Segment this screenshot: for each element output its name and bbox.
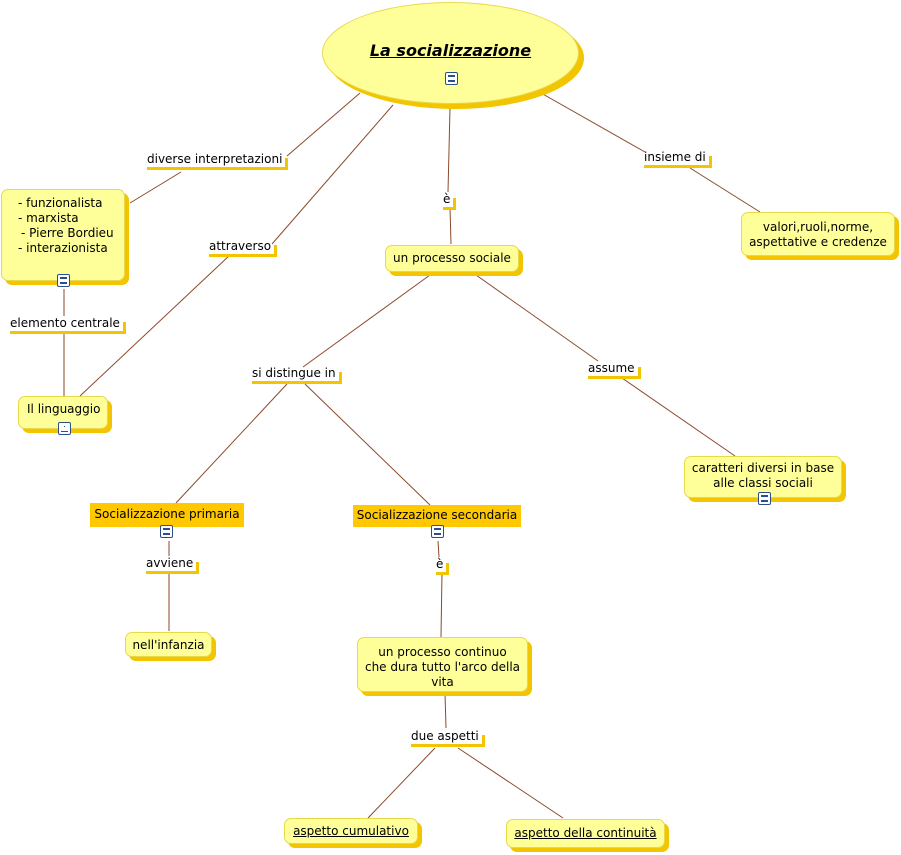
link-assume[interactable]: assume	[587, 361, 641, 379]
node-caratteri-line: alle classi sociali	[713, 476, 813, 490]
link-si-distingue-in[interactable]: si distingue in	[251, 366, 342, 384]
link-insieme-di[interactable]: insieme di	[643, 150, 712, 168]
node-aspetto-cumulativo[interactable]: aspetto cumulativo	[284, 818, 418, 844]
interpretazione-item: - funzionalista	[18, 196, 103, 210]
link-avviene[interactable]: avviene	[146, 556, 200, 574]
document-icon[interactable]	[57, 274, 70, 287]
node-continuita-label[interactable]: aspetto della continuità	[514, 826, 657, 840]
node-infanzia[interactable]: nell'infanzia	[125, 632, 212, 657]
link-attraverso[interactable]: attraverso	[209, 239, 278, 257]
document-icon[interactable]	[445, 72, 458, 85]
title-node[interactable]: La socializzazione	[322, 2, 579, 104]
node-processo-sociale[interactable]: un processo sociale	[385, 245, 519, 272]
node-infanzia-label: nell'infanzia	[132, 638, 205, 652]
link-diverse-interpretazioni[interactable]: diverse interpretazioni	[147, 152, 289, 170]
node-cumulativo-label[interactable]: aspetto cumulativo	[293, 824, 409, 838]
node-aspetto-continuita[interactable]: aspetto della continuità	[506, 819, 665, 848]
node-valori[interactable]: valori,ruoli,norme, aspettative e creden…	[741, 212, 895, 256]
concept-map-icon[interactable]	[58, 422, 71, 435]
node-continuo-line: che dura tutto l'arco della	[364, 660, 521, 674]
node-linguaggio-label: Il linguaggio	[27, 402, 101, 416]
link-e-2[interactable]: è	[436, 557, 450, 575]
node-valori-line: aspettative e credenze	[749, 235, 887, 249]
node-caratteri[interactable]: caratteri diversi in base alle classi so…	[684, 456, 842, 505]
node-socializzazione-primaria[interactable]: Socializzazione primaria	[90, 503, 244, 538]
node-processo-sociale-label: un processo sociale	[393, 251, 511, 265]
node-processo-continuo[interactable]: un processo continuo che dura tutto l'ar…	[357, 637, 528, 692]
document-icon[interactable]	[160, 525, 173, 538]
map-title: La socializzazione	[369, 41, 532, 60]
node-continuo-line: un processo continuo	[378, 645, 507, 659]
node-secondaria-label: Socializzazione secondaria	[356, 508, 518, 522]
document-icon[interactable]	[758, 492, 771, 505]
node-interpretazioni[interactable]: - funzionalista - marxista - Pierre Bord…	[1, 189, 125, 287]
node-primaria-label: Socializzazione primaria	[94, 507, 240, 521]
node-valori-line: valori,ruoli,norme,	[762, 220, 874, 234]
node-socializzazione-secondaria[interactable]: Socializzazione secondaria	[353, 505, 521, 538]
node-linguaggio[interactable]: Il linguaggio	[18, 396, 108, 435]
node-caratteri-line: caratteri diversi in base	[691, 461, 835, 475]
document-icon[interactable]	[431, 525, 444, 538]
node-continuo-line: vita	[431, 675, 454, 689]
link-due-aspetti[interactable]: due aspetti	[410, 729, 485, 747]
link-e-1[interactable]: è	[443, 192, 457, 210]
interpretazione-item: - Pierre Bordieu	[21, 226, 114, 240]
link-elemento-centrale[interactable]: elemento centrale	[9, 316, 126, 334]
interpretazione-item: - interazionista	[18, 241, 108, 255]
interpretazione-item: - marxista	[18, 211, 79, 225]
